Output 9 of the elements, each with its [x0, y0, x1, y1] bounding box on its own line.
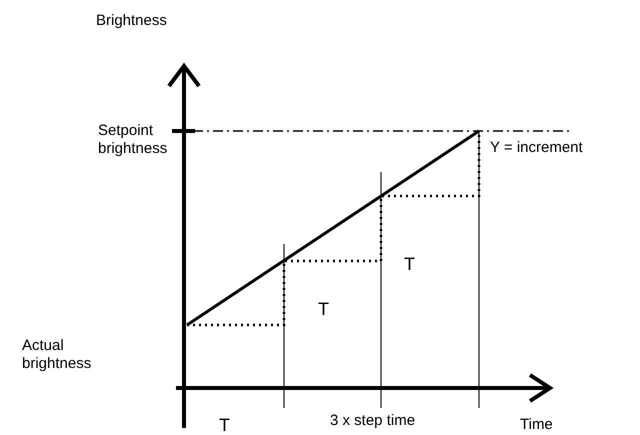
step-label: T	[219, 416, 230, 434]
axis-title: Brightness	[96, 12, 167, 30]
axis-label: Actual brightness	[22, 337, 92, 373]
axis-title: Time	[520, 416, 553, 434]
step-label: T	[404, 255, 415, 273]
axis-label: Setpoint brightness	[98, 122, 168, 158]
annotation: 3 x step time	[330, 412, 416, 430]
annotation: Y = increment	[490, 139, 583, 157]
step-label: T	[318, 300, 329, 318]
